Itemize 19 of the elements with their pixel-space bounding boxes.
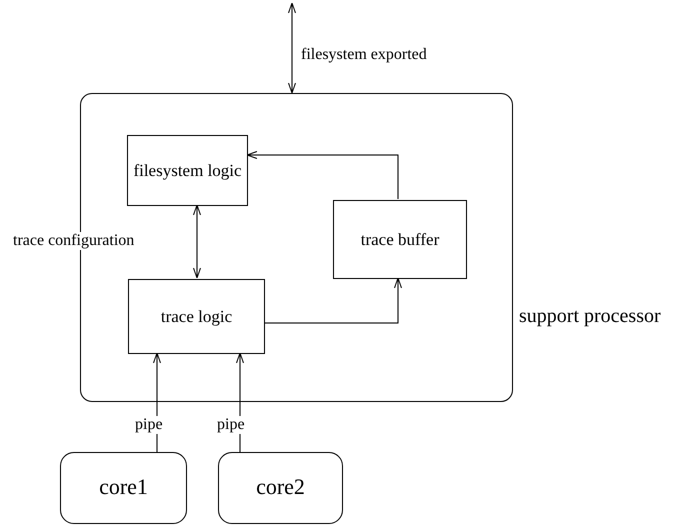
- edge-label: pipe: [134, 416, 164, 434]
- container-title: support processor: [519, 304, 661, 329]
- process-box: [333, 200, 467, 279]
- core-box: [218, 452, 343, 524]
- edge-label: filesystem exported: [300, 46, 428, 64]
- box-label: core1: [99, 473, 148, 500]
- box-label: core2: [256, 473, 305, 500]
- arrow: [264, 278, 402, 324]
- arrow: [246, 151, 398, 200]
- core-box: [60, 452, 187, 524]
- arrow: [193, 204, 201, 278]
- edge-label: trace configuration: [12, 232, 136, 250]
- box-label: filesystem logic: [133, 160, 242, 182]
- process-box: [127, 135, 248, 206]
- edge-label: pipe: [216, 416, 246, 434]
- process-box: [128, 279, 265, 354]
- box-label: trace buffer: [360, 228, 440, 250]
- arrow: [288, 2, 296, 94]
- box-label: trace logic: [160, 306, 232, 328]
